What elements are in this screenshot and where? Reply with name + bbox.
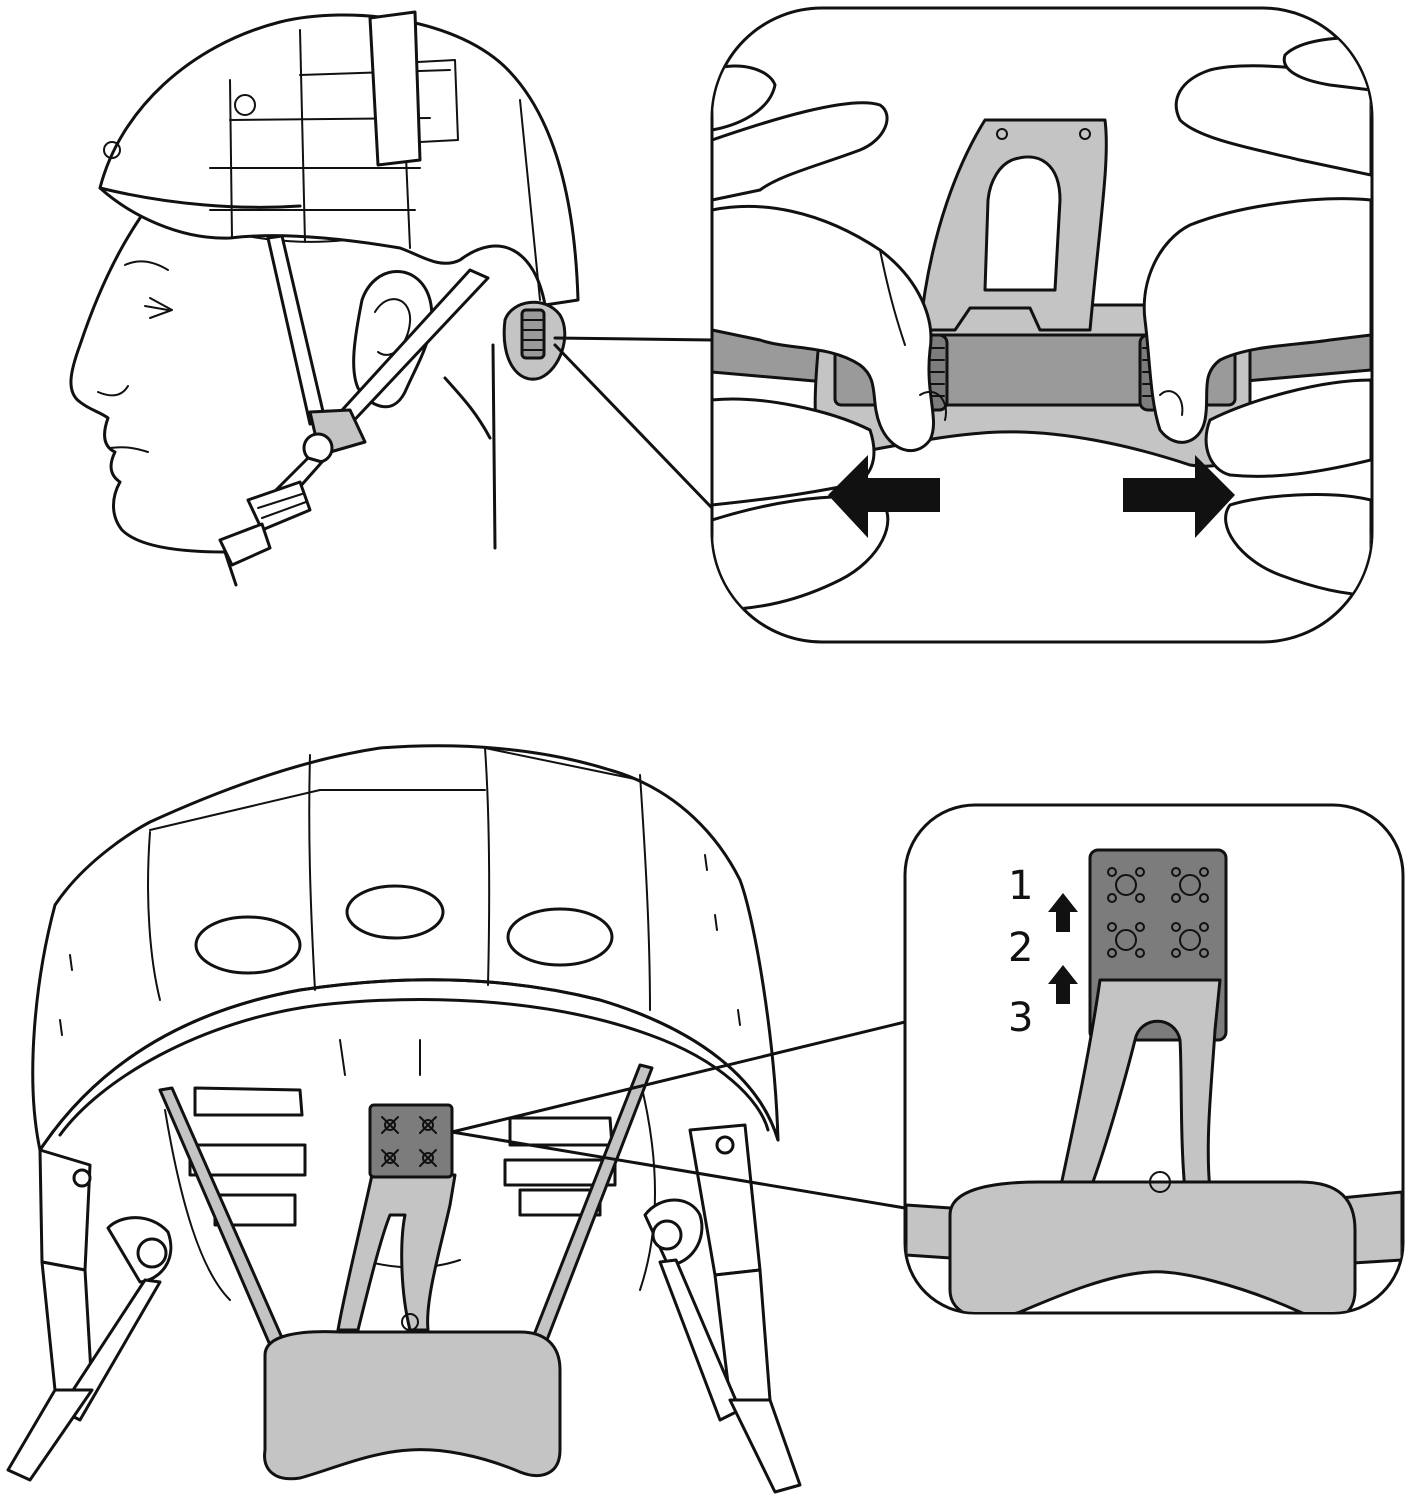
face-profile: [69, 216, 227, 554]
callout-line-top-2: [553, 343, 714, 510]
arrow-up-icon-2: [1048, 965, 1078, 1004]
zoom-panel-dial: [710, 6, 1374, 644]
left-hand: [713, 204, 935, 453]
vent-right: [506, 907, 614, 967]
y-arm-zoom: [1058, 978, 1222, 1192]
head-side-view: [69, 10, 580, 587]
zoom-panel-height: [903, 803, 1405, 1315]
helmet-shell-rear: [31, 744, 780, 1152]
ear: [352, 270, 434, 409]
neck: [491, 343, 497, 550]
callout-line-bottom: [450, 1020, 907, 1134]
side-strap-rear: [331, 268, 490, 432]
arrow-right-icon: [1123, 455, 1235, 538]
step-label-2: 2: [1008, 925, 1034, 971]
rear-strap-left: [38, 1148, 92, 1272]
adjuster-holes: [1107, 867, 1209, 958]
helmet-rear-view: [6, 744, 802, 1494]
vent-center: [345, 884, 445, 940]
eye: [144, 297, 173, 319]
rear-cradle-pad: [263, 1330, 562, 1481]
callout-line-bottom-2: [450, 1130, 907, 1210]
rear-dial: [520, 308, 546, 360]
step-label-3: 3: [1008, 995, 1034, 1041]
arrow-left-icon: [828, 455, 940, 538]
step-label-1: 1: [1008, 863, 1034, 909]
y-arm-rear: [336, 1173, 457, 1332]
helmet-shell-side: [98, 13, 580, 307]
vent-left: [194, 915, 302, 975]
chin-buckle: [246, 480, 312, 532]
helmet-top-tab: [368, 10, 422, 167]
right-hand: [1142, 197, 1371, 444]
side-strap-front: [266, 234, 327, 426]
callout-line-top: [553, 336, 714, 342]
arrow-up-icon: [1048, 893, 1078, 932]
